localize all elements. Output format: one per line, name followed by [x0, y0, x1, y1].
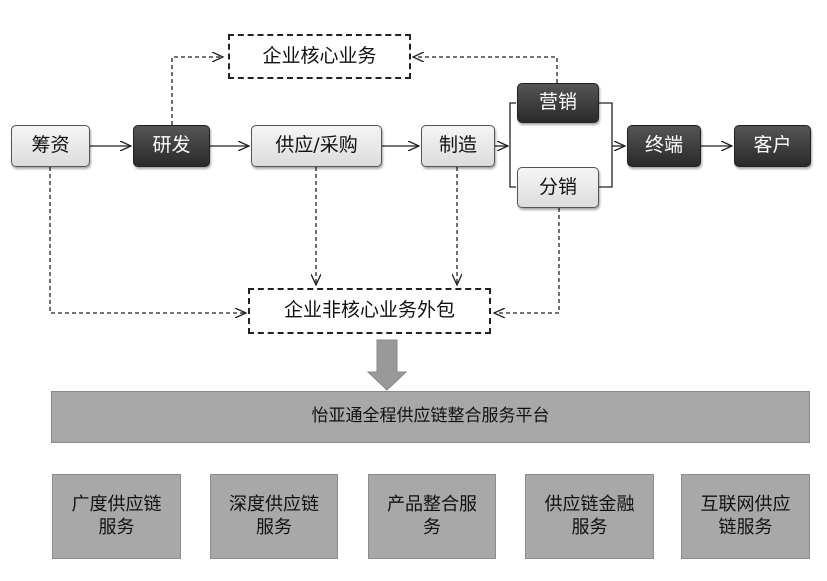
service-label-line1: 产品整合服: [387, 494, 477, 515]
service-label-line1: 供应链金融: [544, 494, 635, 515]
service-label-line2: 服务: [98, 516, 135, 538]
bracket-to-channels: [509, 102, 516, 188]
service-breadth-supply-chain: 广度供应链 服务: [52, 474, 181, 559]
supply-procurement-box: 供应/采购: [251, 125, 382, 167]
service-label-line2: 服务: [256, 516, 292, 538]
outsourcing-box: 企业非核心业务外包: [248, 288, 491, 334]
service-label-line1: 互联网供应: [700, 494, 791, 515]
service-supply-chain-finance: 供应链金融 服务: [525, 474, 654, 559]
service-label-line2: 链服务: [718, 516, 773, 538]
terminal-box: 终端: [627, 125, 701, 167]
platform-bar: 怡亚通全程供应链整合服务平台: [51, 391, 810, 443]
service-label-line1: 广度供应链: [71, 494, 162, 515]
service-label-line1: 深度供应链: [229, 494, 319, 515]
service-depth-supply-chain: 深度供应链 服务: [210, 474, 338, 559]
down-arrow-to-platform: [366, 339, 408, 391]
bracket-from-channels: [599, 102, 613, 188]
service-product-integration: 产品整合服 务: [368, 474, 496, 559]
dashed-rnd-to-core: [171, 57, 223, 125]
manufacturing-box: 制造: [421, 125, 495, 167]
core-business-box: 企业核心业务: [228, 34, 411, 79]
service-label-line2: 务: [423, 516, 441, 538]
dashed-distribution-to-outsourcing: [494, 208, 560, 313]
customer-box: 客户: [734, 125, 811, 167]
distribution-box: 分销: [517, 167, 599, 208]
dashed-marketing-to-core: [413, 57, 558, 83]
fundraising-box: 筹资: [11, 125, 90, 167]
service-label-line2: 服务: [571, 516, 608, 538]
marketing-box: 营销: [517, 83, 599, 123]
rnd-box: 研发: [133, 125, 210, 167]
service-internet-supply-chain: 互联网供应 链服务: [681, 474, 810, 559]
dashed-fundraising-to-outsourcing: [49, 167, 246, 313]
